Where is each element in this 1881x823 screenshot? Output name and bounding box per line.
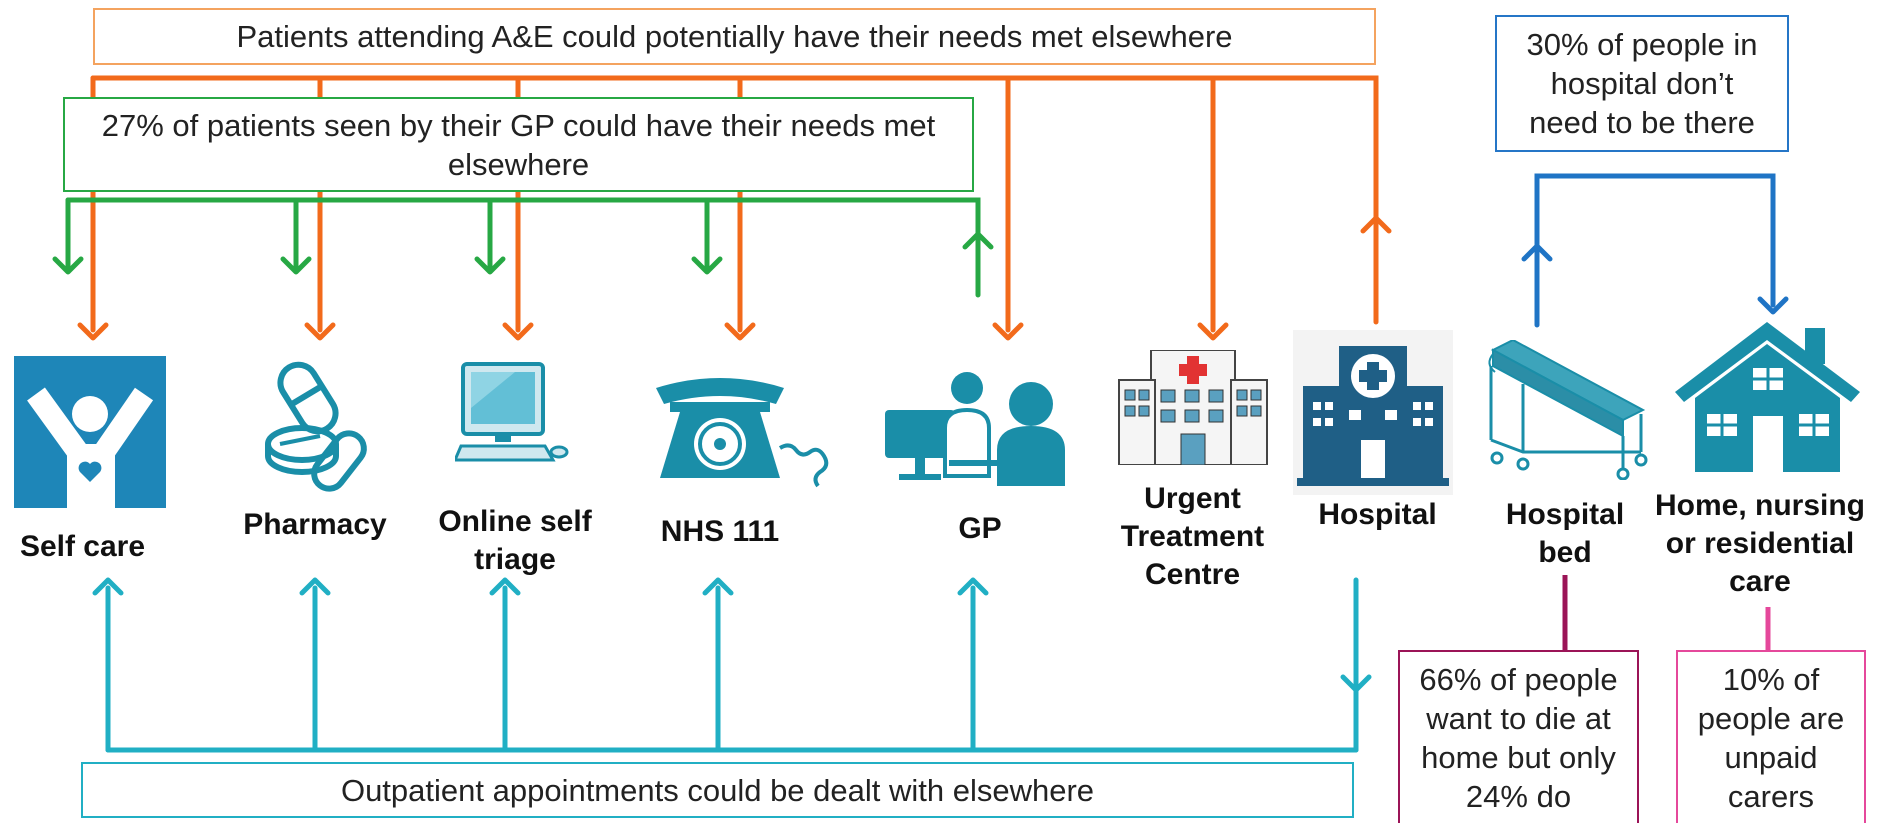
home-arrow-down	[1757, 296, 1789, 315]
out-arrow-gp	[957, 577, 989, 596]
gp-connectors	[65, 197, 981, 298]
hospital-30-box: 30% of people in hospital don’t need to …	[1495, 15, 1789, 152]
label-online-triage: Online self triage	[438, 505, 592, 576]
out-arrow-from-hospital	[1340, 674, 1372, 693]
gp-arrow-self-care	[52, 256, 84, 275]
gp-box: 27% of patients seen by their GP could h…	[63, 97, 974, 192]
telephone-icon	[650, 368, 845, 488]
ae-arrow-utc	[1197, 322, 1229, 341]
ae-arrow-from-hospital	[1360, 215, 1392, 234]
out-arrow-self-care	[92, 577, 124, 596]
urgent-treatment-building-icon	[1115, 349, 1270, 466]
label-self-care: Self care	[19, 530, 146, 563]
hospital-bed-connectors	[1534, 173, 1776, 328]
out-arrow-online-triage	[489, 577, 521, 596]
label-pharmacy: Pharmacy	[243, 508, 387, 541]
gp-main-line	[65, 197, 981, 298]
gp-arrow-from-gp	[962, 231, 994, 250]
label-home-care: Home, nursing or residential care	[1654, 489, 1865, 598]
outpatient-connectors	[105, 577, 1359, 753]
die-at-home-box: 66% of people want to die at home but on…	[1398, 650, 1639, 823]
bed-to-home-line	[1534, 173, 1776, 328]
outpatient-box: Outpatient appointments could be dealt w…	[81, 762, 1354, 818]
hospital-bed-icon	[1483, 338, 1653, 481]
label-hospital: Hospital	[1318, 498, 1437, 531]
house-icon	[1675, 322, 1860, 472]
out-arrow-nhs111	[702, 577, 734, 596]
ae-arrow-online-triage	[502, 322, 534, 341]
ae-arrow-nhs111	[724, 322, 756, 341]
unpaid-carers-box: 10% of people are unpaid carers	[1676, 650, 1866, 823]
gp-arrow-pharmacy	[280, 256, 312, 275]
computer-icon	[452, 360, 570, 475]
ae-arrow-pharmacy	[304, 322, 336, 341]
label-utc: Urgent Treatment Centre	[1120, 482, 1265, 591]
gp-consultation-icon	[885, 366, 1075, 486]
bed-arrow-up	[1521, 243, 1553, 262]
label-gp: GP	[958, 512, 1002, 545]
hospital-building-icon	[1293, 330, 1453, 495]
pills-icon	[256, 358, 376, 493]
ae-main-line	[90, 75, 1379, 325]
ae-arrow-gp	[992, 322, 1024, 341]
out-arrow-pharmacy	[299, 577, 331, 596]
ae-box: Patients attending A&E could potentially…	[93, 8, 1376, 65]
self-care-icon	[14, 356, 166, 519]
label-nhs-111: NHS 111	[660, 515, 780, 548]
gp-arrow-nhs111	[691, 256, 723, 275]
label-hospital-bed: Hospital bed	[1505, 498, 1625, 569]
ae-arrow-self-care	[77, 322, 109, 341]
gp-arrow-online-triage	[474, 256, 506, 275]
